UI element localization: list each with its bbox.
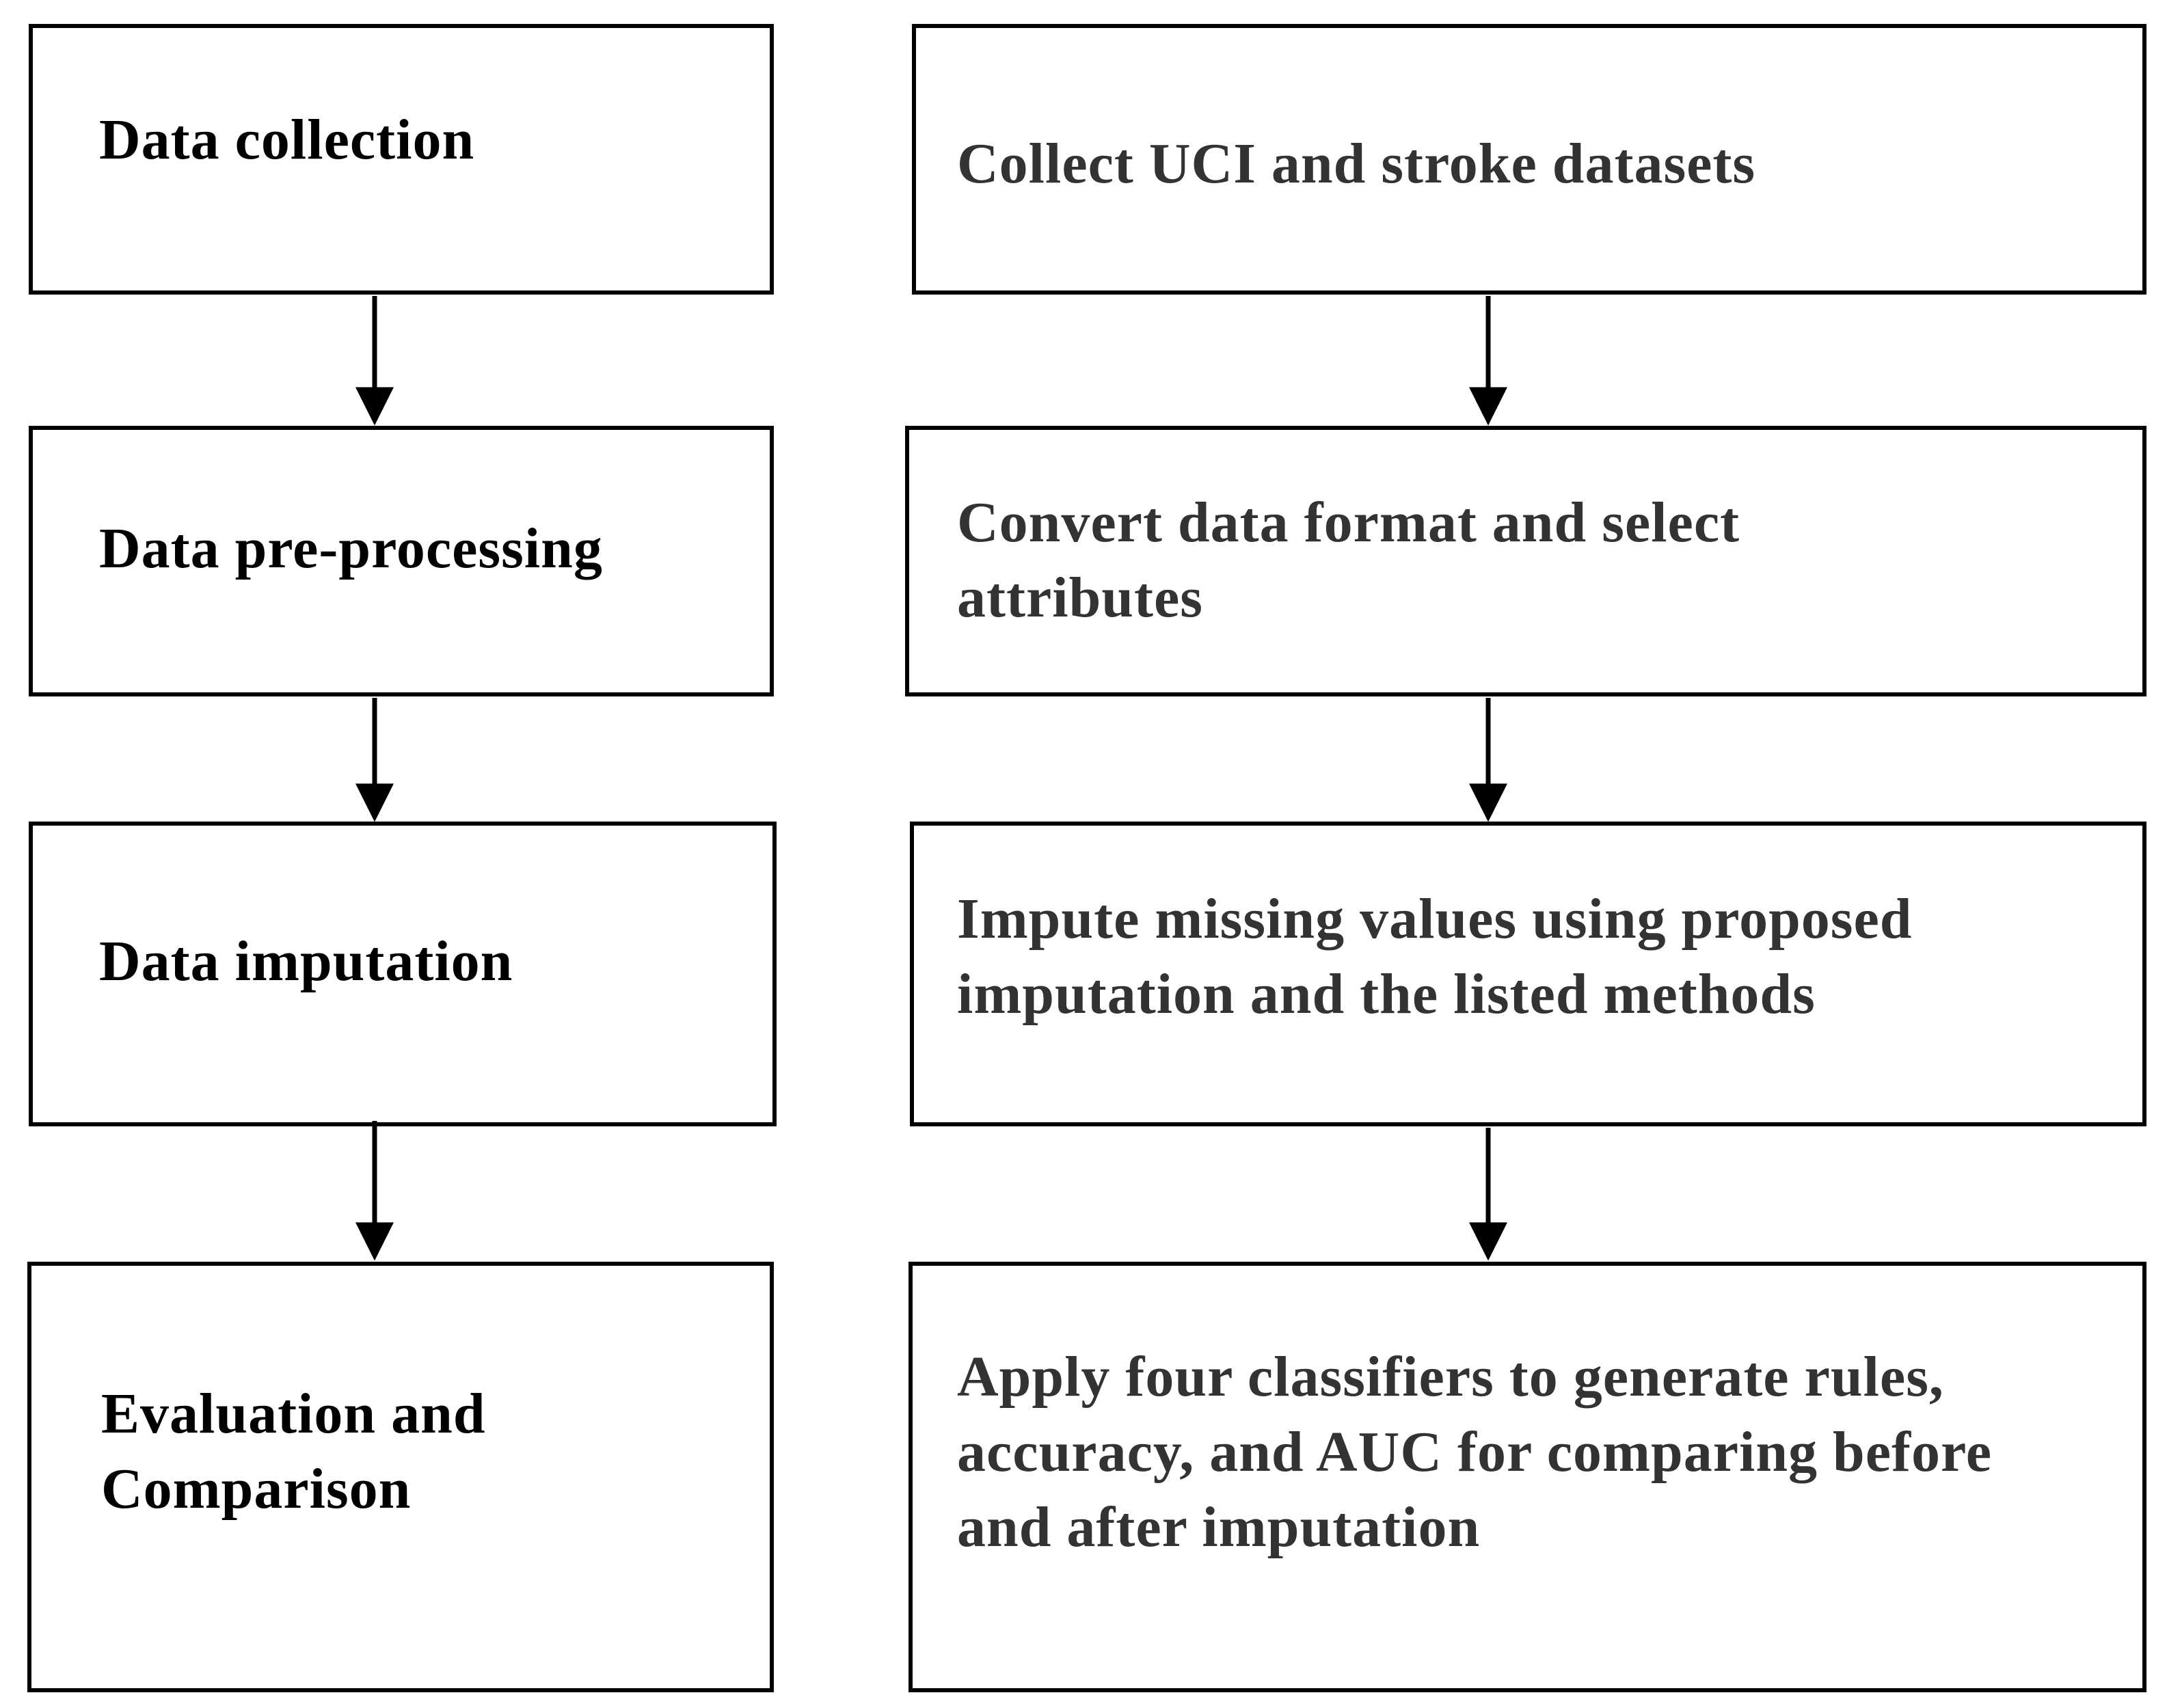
detail-text-convert-line-2: attributes — [957, 566, 1203, 629]
step-box-data-collection — [29, 24, 774, 295]
detail-text-convert-line-1: Convert data format and select — [957, 491, 1740, 554]
step-title-data-imputation: Data imputation — [99, 930, 513, 993]
detail-box-collect — [912, 24, 2146, 295]
step-box-evaluation — [27, 1262, 774, 1692]
detail-text-impute-line-1: Impute missing values using proposed — [957, 887, 1913, 951]
step-title-data-collection: Data collection — [99, 108, 475, 172]
step-title-evaluation-line-1: Evaluation and — [101, 1382, 486, 1446]
step-title-data-preprocessing: Data pre-processing — [99, 517, 603, 580]
detail-text-apply-line-2: accuracy, and AUC for comparing before — [957, 1420, 1993, 1484]
detail-text-impute: Impute missing values using proposed imp… — [957, 882, 1912, 1032]
detail-text-apply: Apply four classifiers to generate rules… — [957, 1340, 1992, 1565]
step-title-evaluation: Evaluation and Comparison — [101, 1377, 486, 1527]
step-title-evaluation-line-2: Comparison — [101, 1457, 412, 1521]
detail-box-convert — [905, 426, 2146, 696]
detail-box-impute — [910, 822, 2146, 1126]
detail-box-apply — [908, 1262, 2146, 1692]
detail-text-apply-line-3: and after imputation — [957, 1495, 1481, 1559]
detail-text-collect: Collect UCI and stroke datasets — [957, 132, 1756, 195]
detail-text-impute-line-2: imputation and the listed methods — [957, 962, 1816, 1026]
step-box-data-preprocessing — [29, 426, 774, 696]
detail-text-apply-line-1: Apply four classifiers to generate rules… — [957, 1345, 1944, 1409]
detail-text-convert: Convert data format and select attribute… — [957, 485, 1740, 636]
step-box-data-imputation — [29, 822, 777, 1126]
